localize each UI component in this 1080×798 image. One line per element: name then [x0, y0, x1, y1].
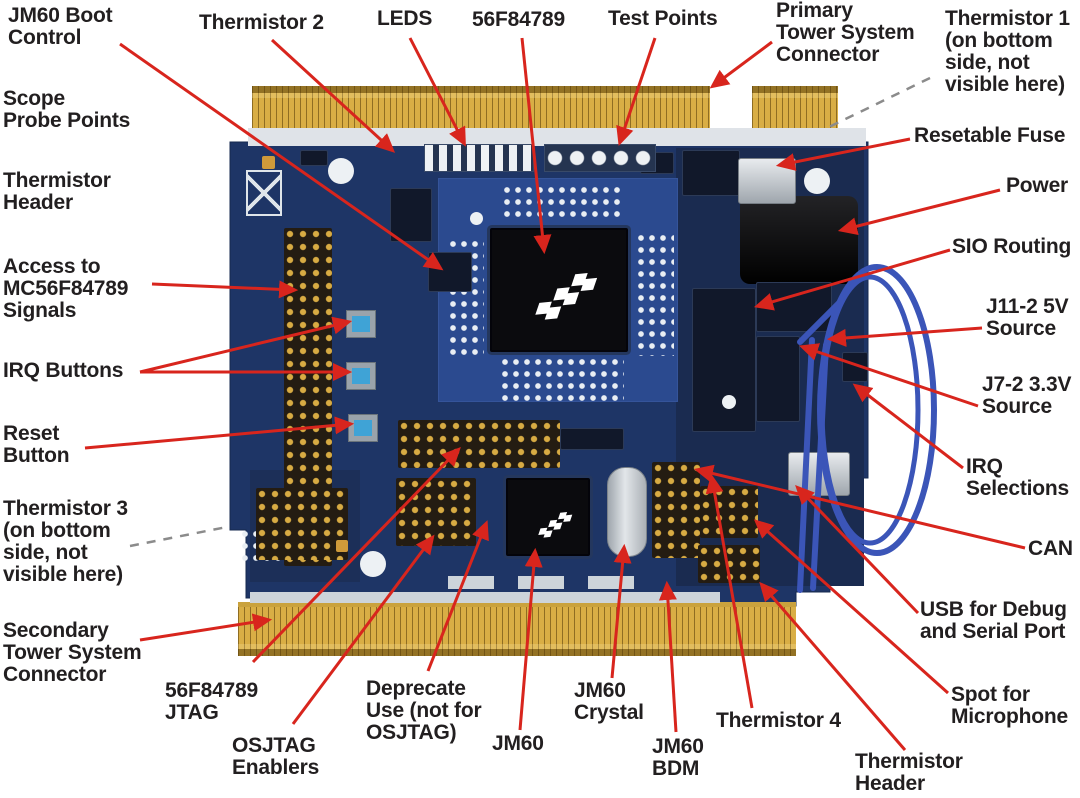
- label-leds: LEDS: [377, 7, 433, 30]
- label-jm60: JM60: [492, 732, 544, 755]
- label-test-points: Test Points: [608, 7, 718, 30]
- label-thermistor-1: Thermistor 1 (on bottom side, not visibl…: [945, 7, 1070, 96]
- label-56f84789-jtag: 56F84789 JTAG: [165, 679, 258, 724]
- label-thermistor-2: Thermistor 2: [199, 11, 324, 34]
- label-jm60-crystal: JM60 Crystal: [574, 679, 644, 724]
- label-can: CAN: [1028, 537, 1073, 560]
- label-thermistor-header-left: Thermistor Header: [3, 169, 111, 214]
- label-sio-routing: SIO Routing: [952, 235, 1072, 258]
- label-spot-for-microphone: Spot for Microphone: [951, 683, 1068, 728]
- label-power: Power: [1006, 174, 1069, 197]
- label-access-mc56f84789-signals: Access to MC56F84789 Signals: [3, 255, 129, 322]
- label-primary-tower-connector: Primary Tower System Connector: [776, 0, 915, 66]
- label-deprecate-use: Deprecate Use (not for OSJTAG): [366, 677, 482, 744]
- label-irq-selections: IRQ Selections: [966, 455, 1070, 500]
- label-osjtag-enablers: OSJTAG Enablers: [232, 734, 320, 779]
- label-thermistor-4: Thermistor 4: [716, 709, 841, 732]
- label-usb-debug-serial: USB for Debug and Serial Port: [920, 598, 1067, 643]
- label-irq-buttons: IRQ Buttons: [3, 359, 124, 382]
- label-reset-button: Reset Button: [3, 422, 70, 467]
- label-j11-2-5v-source: J11-2 5V Source: [986, 295, 1069, 340]
- label-jm60-boot-control: JM60 Boot Control: [8, 4, 113, 49]
- label-mcu-56f84789: 56F84789: [472, 8, 565, 31]
- label-resetable-fuse: Resetable Fuse: [914, 124, 1066, 147]
- label-secondary-tower-connector: Secondary Tower System Connector: [3, 619, 142, 686]
- label-thermistor-3: Thermistor 3 (on bottom side, not visibl…: [3, 497, 128, 586]
- label-scope-probe-points: Scope Probe Points: [3, 87, 131, 132]
- label-thermistor-header-right: Thermistor Header: [855, 750, 963, 795]
- label-j7-2-3v3-source: J7-2 3.3V Source: [982, 373, 1072, 418]
- label-jm60-bdm: JM60 BDM: [652, 735, 704, 780]
